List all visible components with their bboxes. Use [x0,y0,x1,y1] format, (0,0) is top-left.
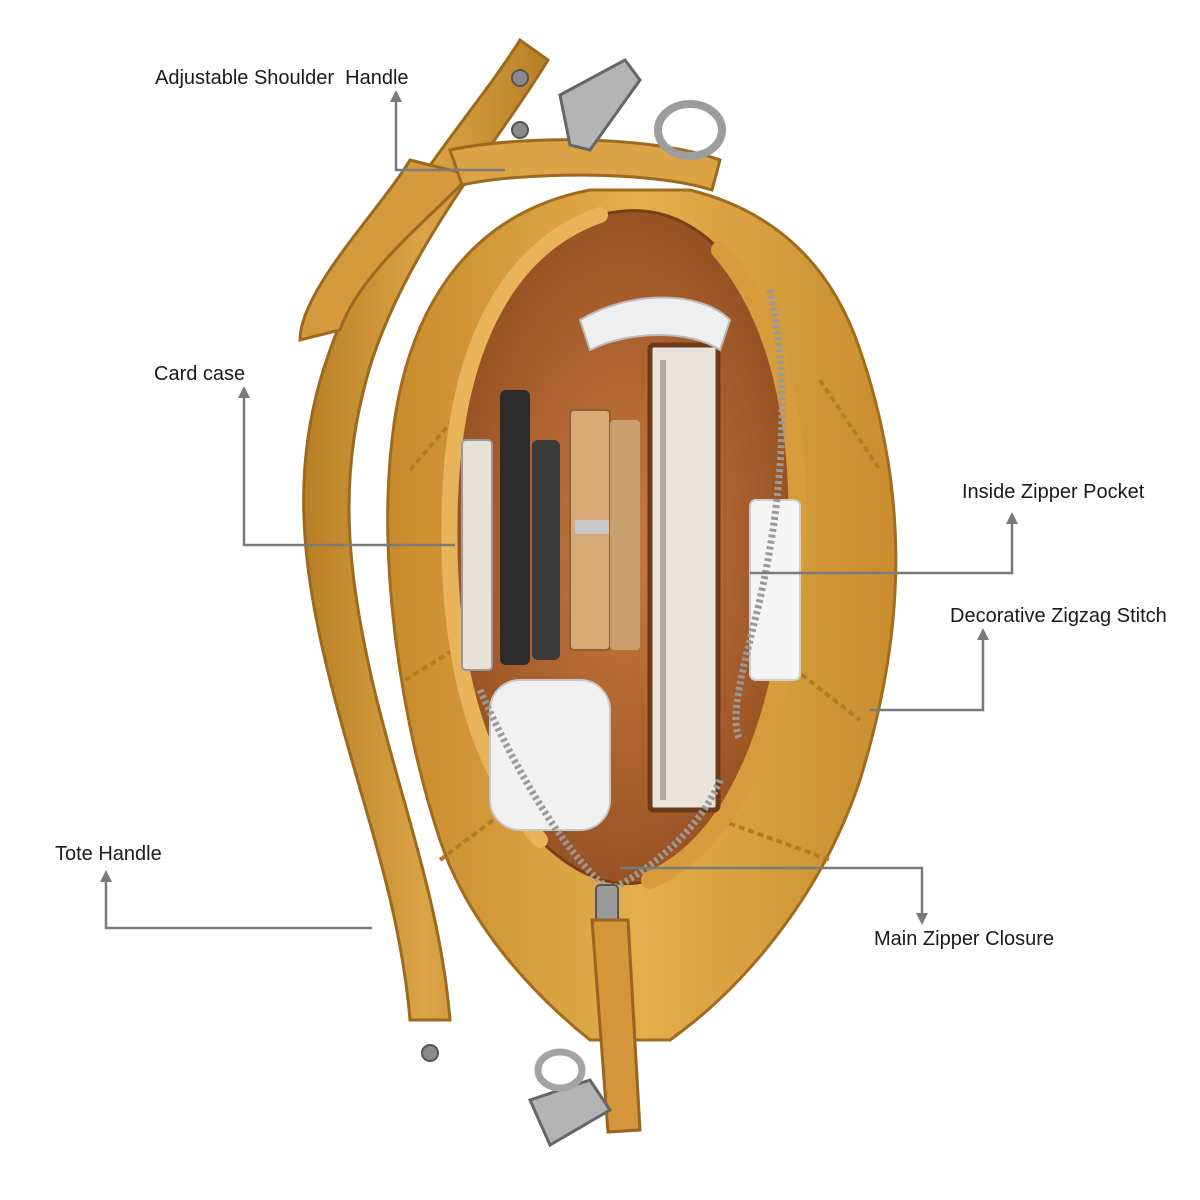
leader-lines [100,90,1018,930]
label-main-zipper: Main Zipper Closure [874,928,1055,950]
bottom-clasp-hardware [421,1044,613,1148]
label-zigzag-stitch: Decorative Zigzag Stitch [950,605,1167,627]
label-inside-zipper-pocket: Inside Zipper Pocket [962,481,1145,503]
bag-contents [461,296,801,831]
zipper-pull-tab [590,884,642,1134]
label-tote-handle: Tote Handle [55,843,162,865]
label-card-case: Card case [154,363,246,385]
top-clasp-hardware [511,58,726,160]
shoulder-handle-strap [298,138,722,342]
label-shoulder-handle: Adjustable Shoulder Handle [155,67,409,89]
